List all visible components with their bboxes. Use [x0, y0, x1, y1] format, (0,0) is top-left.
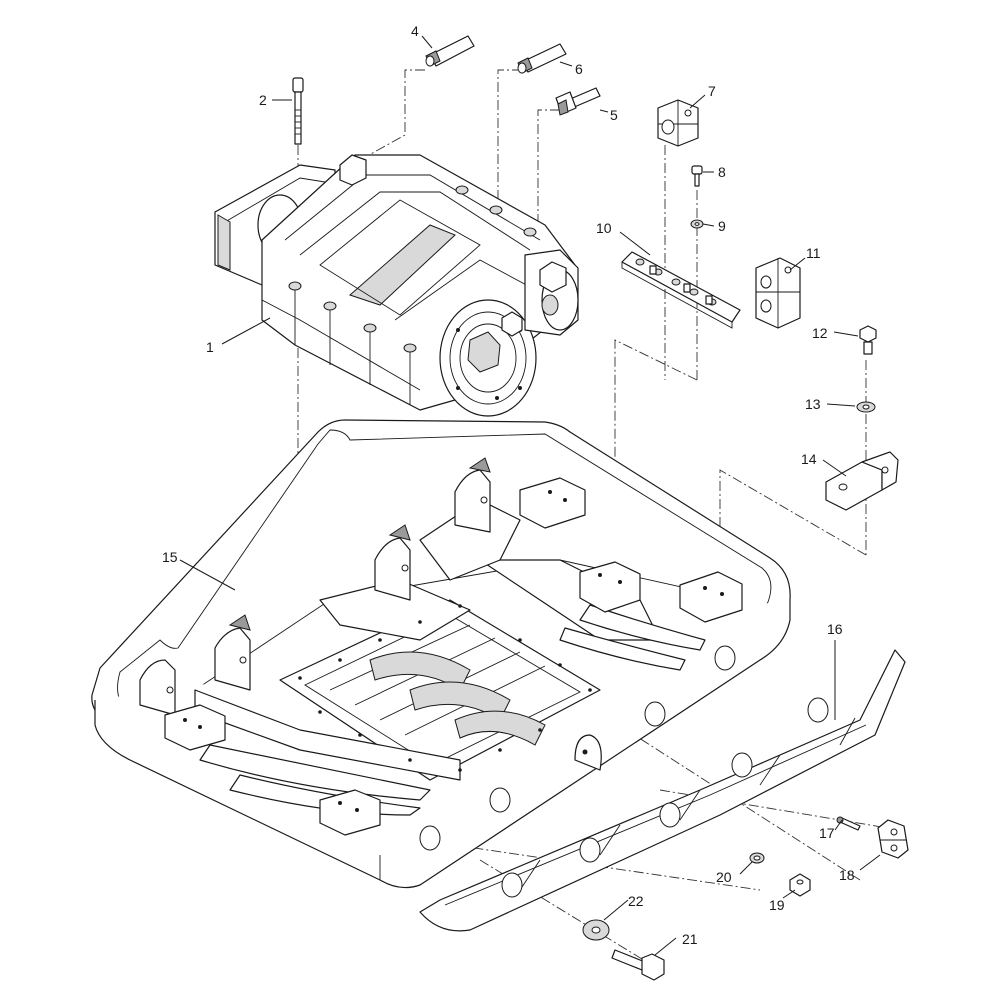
part-2-bolt [292, 77, 304, 145]
callout-12: 12 [812, 325, 828, 341]
callout-20: 20 [716, 869, 732, 885]
callout-22: 22 [628, 893, 644, 909]
callout-17: 17 [819, 825, 835, 841]
part-20-washer [749, 852, 765, 864]
callout-5: 5 [610, 107, 618, 123]
callout-15: 15 [162, 549, 178, 565]
part-18-clamp [877, 819, 909, 859]
part-7-clamp [657, 99, 699, 147]
callout-11: 11 [806, 245, 821, 261]
callout-1: 1 [206, 339, 214, 355]
callout-labels: 1 2 4 5 6 7 8 9 10 11 12 13 14 15 16 17 … [162, 23, 855, 947]
callout-21: 21 [682, 931, 698, 947]
callout-14: 14 [801, 451, 817, 467]
callout-leaders [179, 35, 881, 956]
part-14-bracket [825, 451, 899, 511]
part-17-pin [836, 816, 861, 831]
part-9-washer [690, 219, 704, 229]
callout-8: 8 [718, 164, 726, 180]
part-22-washer [582, 919, 610, 941]
callout-10: 10 [596, 220, 612, 236]
callout-2: 2 [259, 92, 267, 108]
callout-6: 6 [575, 61, 583, 77]
callout-19: 19 [769, 897, 785, 913]
callout-7: 7 [708, 83, 716, 99]
callout-16: 16 [827, 621, 843, 637]
part-6-fitting [517, 43, 567, 74]
callout-18: 18 [839, 867, 855, 883]
part-8-screw [691, 165, 703, 187]
part-13-washer [856, 401, 876, 413]
base-plate [91, 419, 791, 889]
part-4-fitting [425, 35, 475, 67]
part-19-nut [789, 873, 811, 897]
callout-13: 13 [805, 396, 821, 412]
part-16-side-guard [419, 649, 906, 932]
exciter-assembly [214, 154, 579, 417]
part-12-bolt [859, 325, 877, 355]
callout-9: 9 [718, 218, 726, 234]
callout-4: 4 [411, 23, 419, 39]
part-11-clamp [755, 257, 801, 329]
part-10-strip [621, 251, 741, 329]
part-21-bolt [611, 949, 665, 981]
part-5-fitting [555, 87, 601, 116]
